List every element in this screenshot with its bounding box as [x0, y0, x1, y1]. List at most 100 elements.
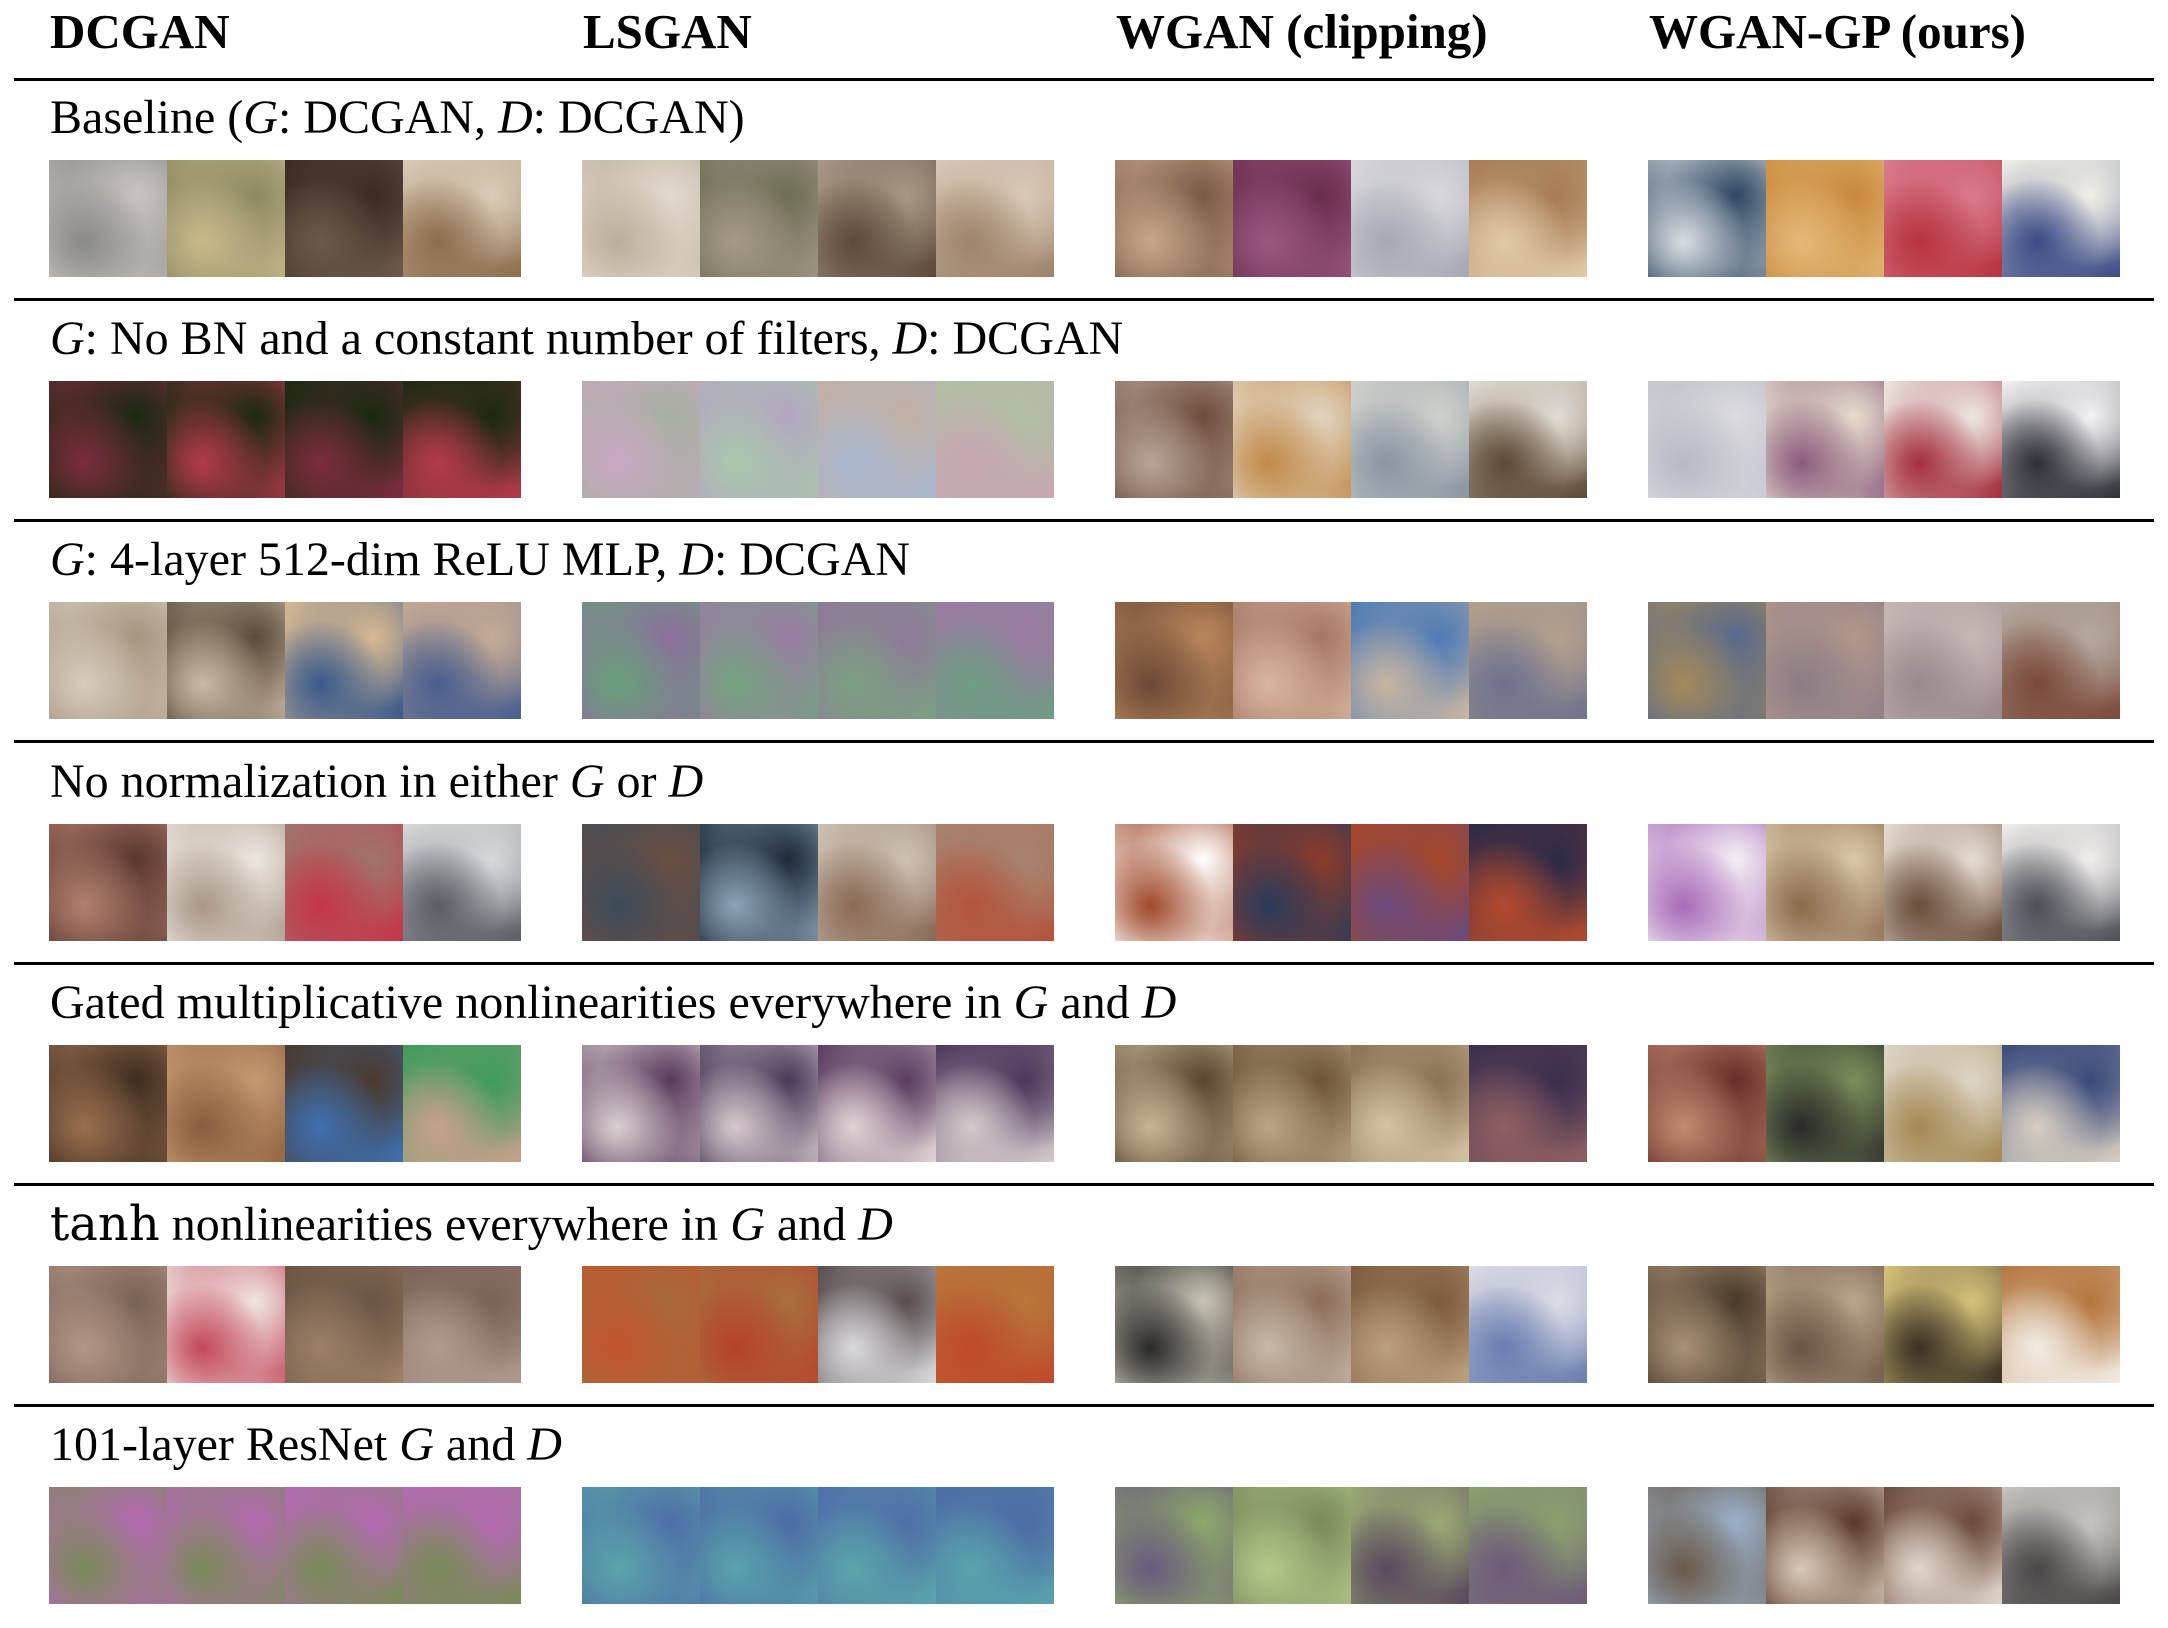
row-title-part: 101-layer ResNet	[50, 1418, 400, 1472]
row-title: tanh nonlinearities everywhere in G and …	[50, 1195, 893, 1254]
row-title-part: G	[243, 91, 278, 144]
experiment-row: Gated multiplicative nonlinearities ever…	[0, 966, 2168, 1186]
generated-sample-image	[700, 823, 818, 941]
row-title: Baseline (G: DCGAN, D: DCGAN)	[50, 89, 745, 147]
row-title-part: Gated multiplicative nonlinearities ever…	[50, 975, 1014, 1029]
generated-sample-image	[285, 1266, 403, 1383]
generated-sample-image	[818, 823, 936, 941]
generated-sample-image	[582, 1044, 700, 1162]
sample-strip-wgan-clipping	[1115, 1044, 1587, 1162]
generated-sample-image	[818, 602, 936, 720]
column-header-lsgan: LSGAN	[583, 4, 752, 59]
generated-sample-image	[403, 1044, 521, 1162]
experiment-row: G: No BN and a constant number of filter…	[0, 302, 2168, 523]
experiment-row: G: 4-layer 512-dim ReLU MLP, D: DCGAN	[0, 523, 2168, 744]
row-title: G: 4-layer 512-dim ReLU MLP, D: DCGAN	[50, 531, 910, 589]
generated-sample-image	[285, 1487, 403, 1605]
generated-sample-image	[1351, 823, 1469, 941]
generated-sample-image	[582, 1487, 700, 1605]
sample-strip-wgan-clipping	[1115, 381, 1587, 499]
generated-sample-image	[936, 1487, 1054, 1605]
generated-sample-image	[403, 823, 521, 941]
generated-sample-image	[1766, 1044, 1884, 1162]
column-header-wgan-clipping: WGAN (clipping)	[1116, 4, 1488, 59]
generated-sample-image	[2002, 160, 2120, 277]
generated-sample-image	[818, 381, 936, 499]
generated-sample-image	[1648, 1044, 1766, 1162]
row-title-part: : 4-layer 512-dim ReLU MLP,	[84, 533, 680, 587]
sample-strip-dcgan	[49, 381, 521, 499]
generated-sample-image	[700, 160, 818, 277]
generated-sample-image	[1115, 1044, 1233, 1162]
generated-sample-image	[1233, 1044, 1351, 1162]
row-title-part: Baseline (	[50, 91, 244, 144]
sample-strip-dcgan	[49, 602, 521, 720]
generated-sample-image	[818, 160, 936, 277]
generated-sample-image	[936, 823, 1054, 941]
generated-sample-image	[1766, 823, 1884, 941]
row-divider	[14, 961, 2154, 965]
row-title-part: D	[497, 91, 533, 144]
sample-strip-wgan-gp	[1648, 1044, 2120, 1162]
generated-sample-image	[582, 160, 700, 277]
generated-sample-image	[1469, 602, 1587, 720]
experiment-row: tanh nonlinearities everywhere in G and …	[0, 1187, 2168, 1407]
sample-strip-wgan-clipping	[1115, 1266, 1587, 1383]
generated-sample-image	[936, 602, 1054, 720]
generated-sample-image	[818, 1487, 936, 1605]
sample-strip-lsgan	[582, 1487, 1054, 1605]
generated-sample-image	[1884, 1266, 2002, 1383]
generated-sample-image	[1233, 381, 1351, 499]
row-title-part: G	[730, 1198, 765, 1251]
row-title-part: D	[858, 1198, 893, 1251]
generated-sample-image	[1115, 602, 1233, 720]
row-title: No normalization in either G or D	[50, 753, 703, 811]
generated-sample-image	[1469, 160, 1587, 277]
sample-strip-lsgan	[582, 823, 1054, 941]
row-title-part: G	[399, 1418, 434, 1472]
generated-sample-image	[1884, 823, 2002, 941]
sample-strip-wgan-clipping	[1115, 823, 1587, 941]
header-rule	[14, 78, 2154, 81]
generated-sample-image	[1884, 602, 2002, 720]
generated-sample-image	[49, 1487, 167, 1605]
generated-sample-image	[285, 381, 403, 499]
generated-sample-image	[403, 381, 521, 499]
sample-strip-wgan-gp	[1648, 1266, 2120, 1383]
generated-sample-image	[1351, 1044, 1469, 1162]
generated-sample-image	[167, 823, 285, 941]
generated-sample-image	[1469, 1266, 1587, 1383]
generated-sample-image	[49, 823, 167, 941]
sample-strip-lsgan	[582, 602, 1054, 720]
generated-sample-image	[1648, 823, 1766, 941]
row-title-part: D	[1141, 975, 1177, 1029]
generated-sample-image	[582, 381, 700, 499]
row-title: G: No BN and a constant number of filter…	[50, 310, 1123, 368]
generated-sample-image	[285, 602, 403, 720]
generated-sample-image	[167, 381, 285, 499]
generated-sample-image	[1115, 1487, 1233, 1605]
generated-sample-image	[936, 1044, 1054, 1162]
experiment-row: 101-layer ResNet G and D	[0, 1408, 2168, 1628]
column-header-dcgan: DCGAN	[50, 4, 230, 59]
generated-sample-image	[403, 1266, 521, 1383]
row-title-part: G	[1013, 975, 1049, 1029]
generated-sample-image	[167, 1266, 285, 1383]
generated-sample-image	[1233, 823, 1351, 941]
row-title-part: D	[668, 754, 704, 808]
generated-sample-image	[167, 160, 285, 277]
generated-sample-image	[2002, 1487, 2120, 1605]
generated-sample-image	[1884, 1044, 2002, 1162]
generated-sample-image	[49, 381, 167, 499]
generated-sample-image	[285, 823, 403, 941]
generated-sample-image	[1233, 1266, 1351, 1383]
generated-sample-image	[1469, 1487, 1587, 1605]
row-title-part: tanh	[50, 1196, 160, 1252]
generated-sample-image	[1233, 602, 1351, 720]
sample-strip-wgan-clipping	[1115, 602, 1587, 720]
experiment-row: No normalization in either G or D	[0, 745, 2168, 965]
generated-sample-image	[403, 1487, 521, 1605]
generated-sample-image	[1766, 160, 1884, 277]
sample-strip-wgan-clipping	[1115, 160, 1587, 277]
